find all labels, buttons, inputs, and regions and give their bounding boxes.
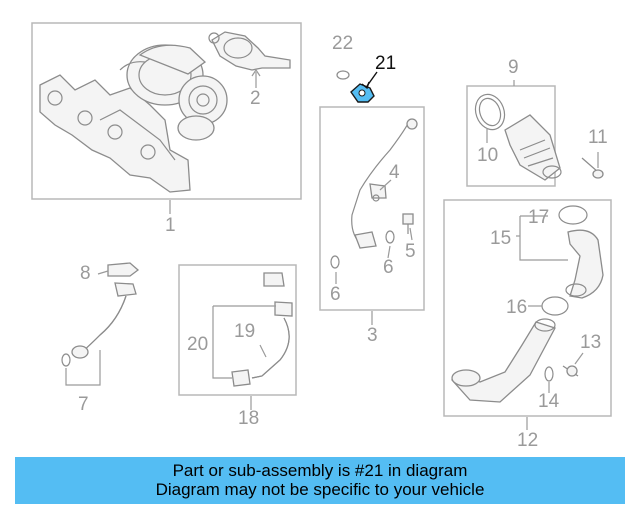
bypass-pipe-drawing xyxy=(61,262,140,367)
washer-6a xyxy=(385,230,395,244)
part-label-20: 20 xyxy=(187,334,209,355)
part-label-12: 12 xyxy=(517,430,539,451)
charge-pipe-drawing xyxy=(451,205,604,403)
part-label-8: 8 xyxy=(80,263,91,284)
part-label-7: 7 xyxy=(78,394,89,415)
part-label-14: 14 xyxy=(538,391,560,412)
part-label-10: 10 xyxy=(477,145,499,166)
info-banner: Part or sub-assembly is #21 in diagram D… xyxy=(15,457,625,504)
part-label-6a: 6 xyxy=(383,257,394,278)
part-label-15: 15 xyxy=(490,228,512,249)
parts-diagram xyxy=(31,22,612,430)
part-label-17: 17 xyxy=(528,207,550,228)
part-label-5: 5 xyxy=(405,241,416,262)
group-box-coolant-line xyxy=(178,264,297,396)
intake-hose-drawing xyxy=(474,93,562,181)
group-box-oil-line xyxy=(319,106,425,311)
banner-line-part: Part or sub-assembly is #21 in diagram xyxy=(172,461,468,480)
banner-line-disclaimer: Diagram may not be specific to your vehi… xyxy=(155,480,485,499)
part-label-19: 19 xyxy=(234,321,256,342)
part-label-1: 1 xyxy=(165,215,176,236)
highlighted-part-21 xyxy=(350,83,375,103)
bolt-5 xyxy=(402,213,414,234)
group-box-intake-hose xyxy=(466,85,556,187)
part-label-22: 22 xyxy=(332,33,354,54)
part-label-18: 18 xyxy=(238,408,260,429)
part-label-13: 13 xyxy=(580,332,602,353)
bolt-11 xyxy=(581,157,604,179)
actuator-drawing xyxy=(208,31,291,71)
part-label-3: 3 xyxy=(367,325,378,346)
washer-6b xyxy=(330,255,340,269)
part-label-2: 2 xyxy=(250,88,261,109)
nut-14 xyxy=(544,366,554,382)
coolant-hose-drawing xyxy=(231,272,293,387)
oil-line-drawing xyxy=(351,118,418,249)
seal-ring-22 xyxy=(336,70,350,80)
group-box-turbocharger xyxy=(31,22,302,200)
part-label-21: 21 xyxy=(375,53,397,74)
part-label-6b: 6 xyxy=(330,284,341,305)
part-label-4: 4 xyxy=(389,162,400,183)
part-label-16: 16 xyxy=(506,297,528,318)
group-box-intercooler-pipe xyxy=(443,199,612,417)
turbocharger-drawing xyxy=(39,44,228,193)
part-label-11: 11 xyxy=(588,127,608,148)
part-label-9: 9 xyxy=(508,57,519,78)
bolt-13 xyxy=(562,365,579,377)
